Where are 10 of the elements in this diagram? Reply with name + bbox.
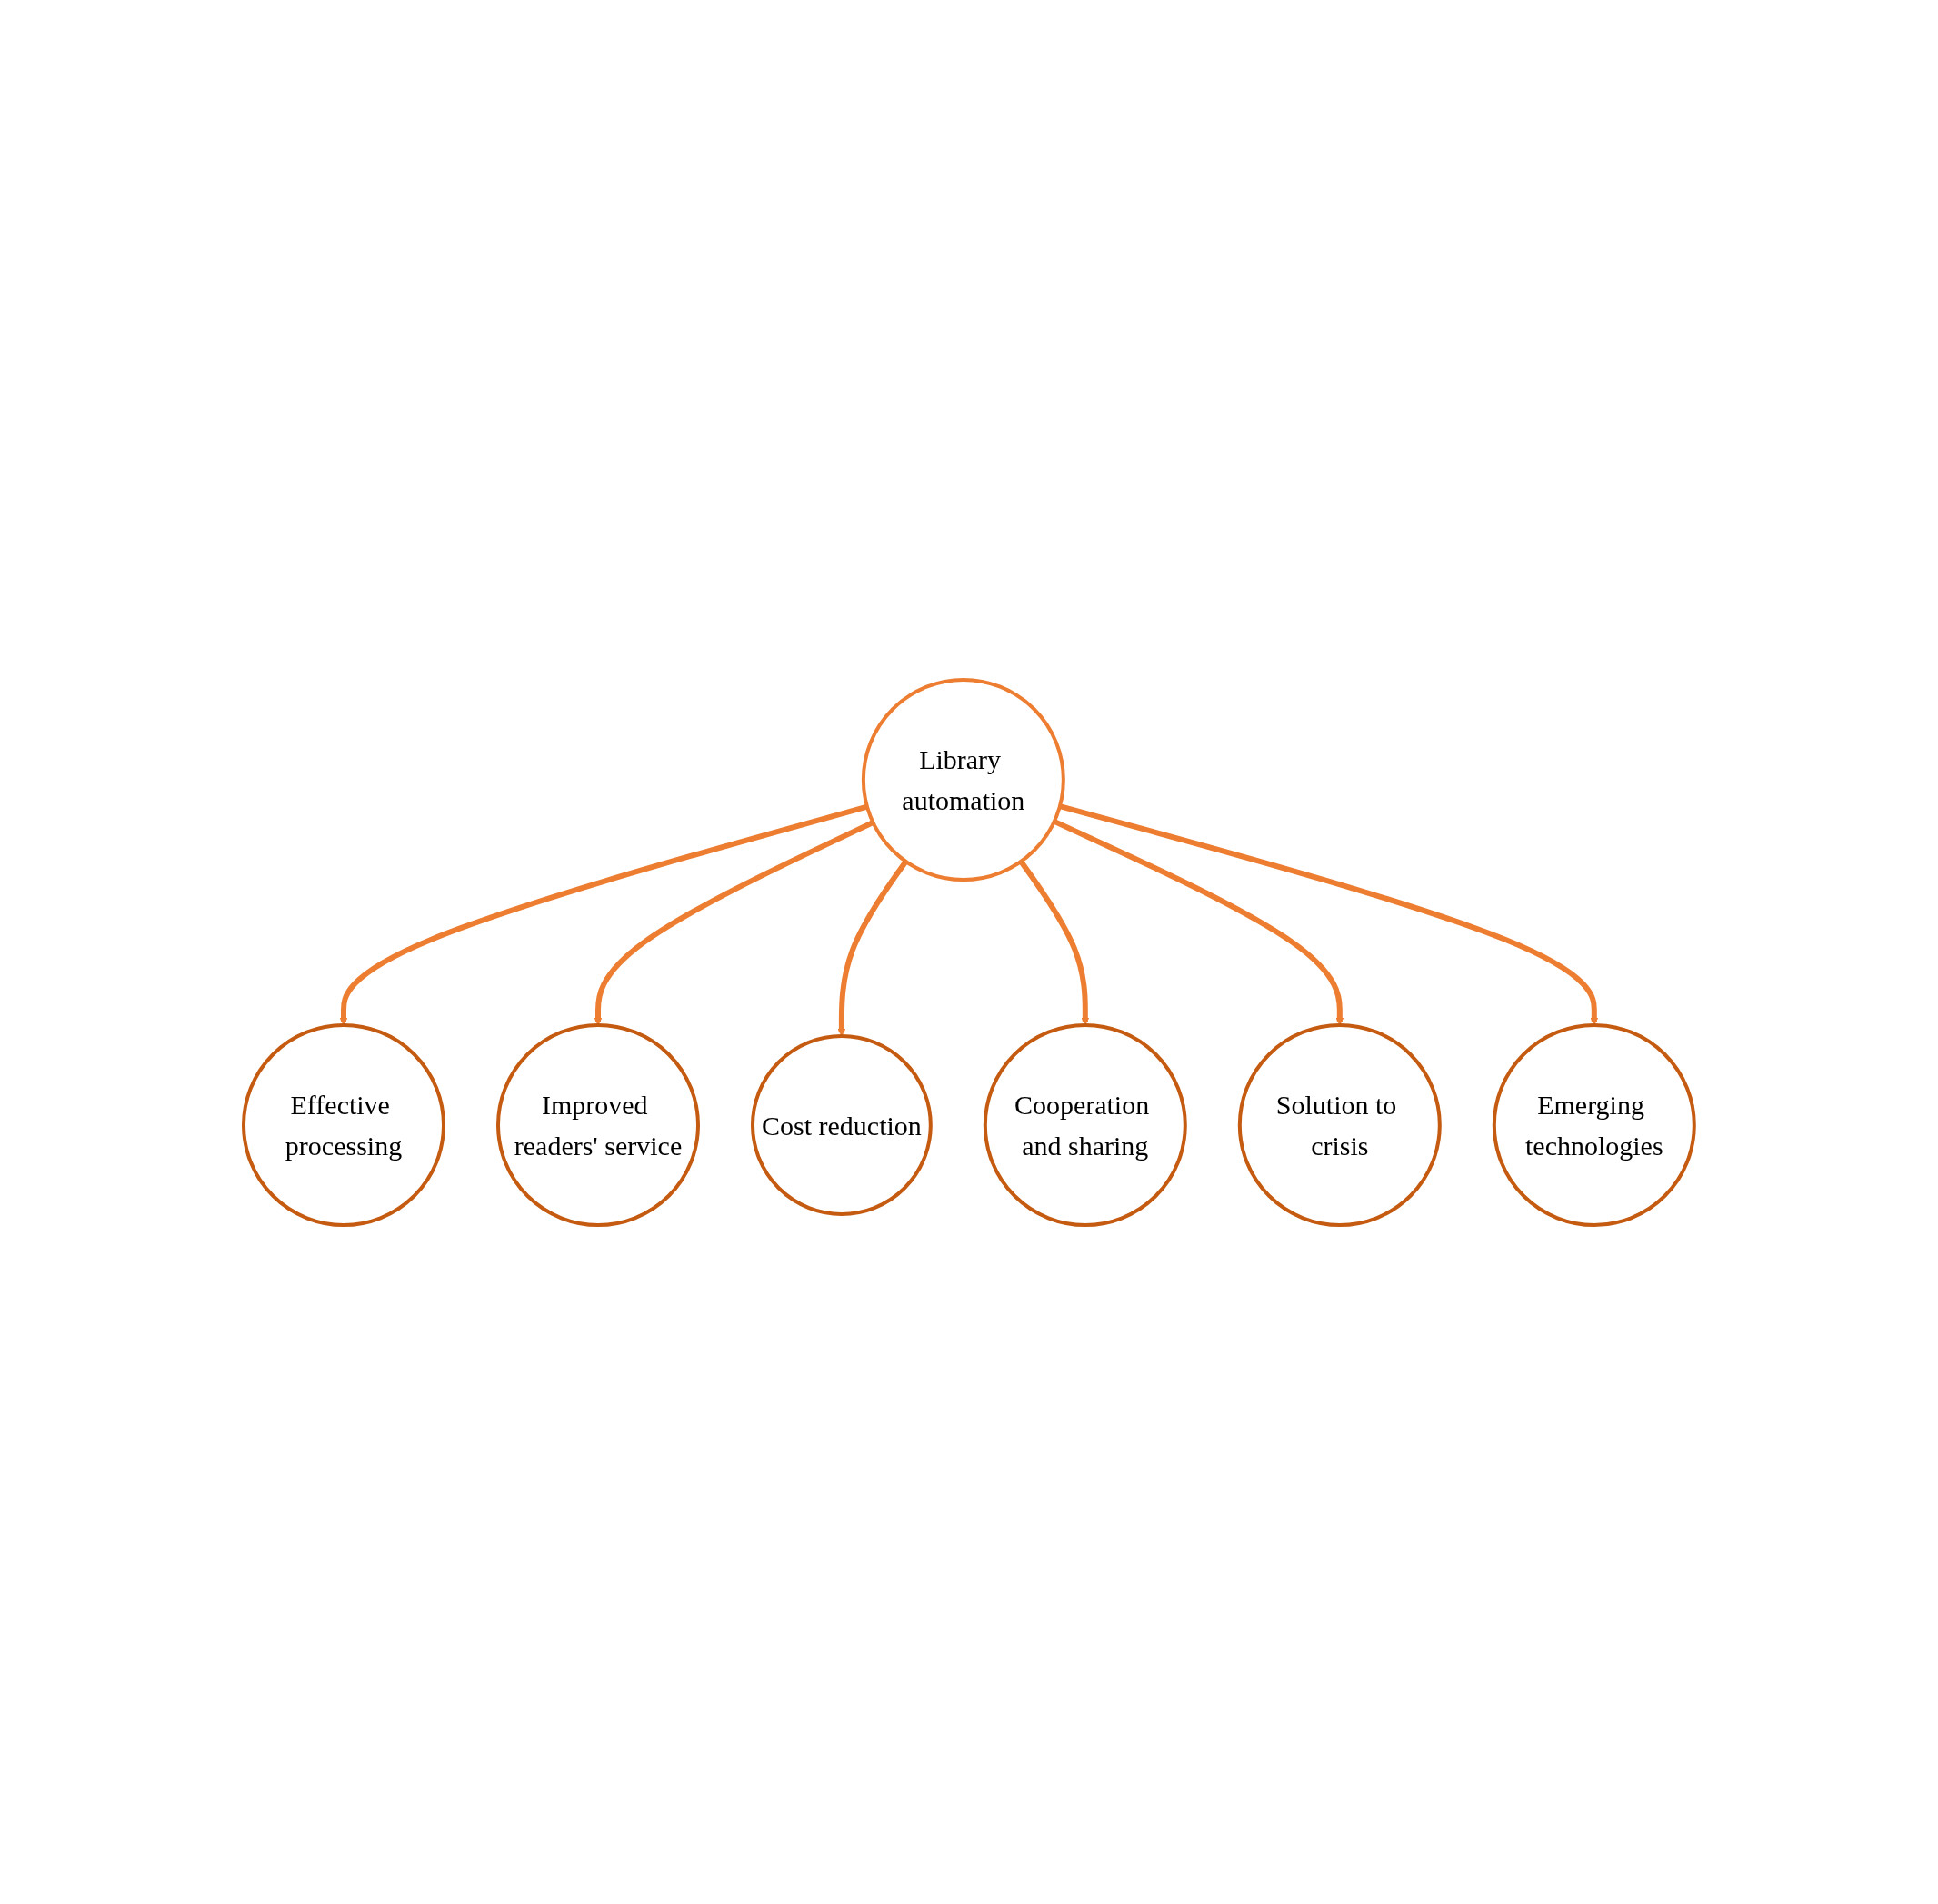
node-circle: Cost reduction xyxy=(751,1033,933,1216)
node-circle: Cooperation and sharing xyxy=(983,1022,1187,1227)
node-circle: Library automation xyxy=(861,677,1065,882)
node-circle: Improved readers' service xyxy=(496,1022,701,1227)
arrow xyxy=(1018,859,1090,1025)
node-circle: Emerging technologies xyxy=(1492,1022,1696,1227)
arrow xyxy=(594,819,874,1025)
node-circle: Solution to crisis xyxy=(1237,1022,1442,1227)
node-circle: Effective processing xyxy=(242,1022,446,1227)
arrow xyxy=(837,859,909,1036)
